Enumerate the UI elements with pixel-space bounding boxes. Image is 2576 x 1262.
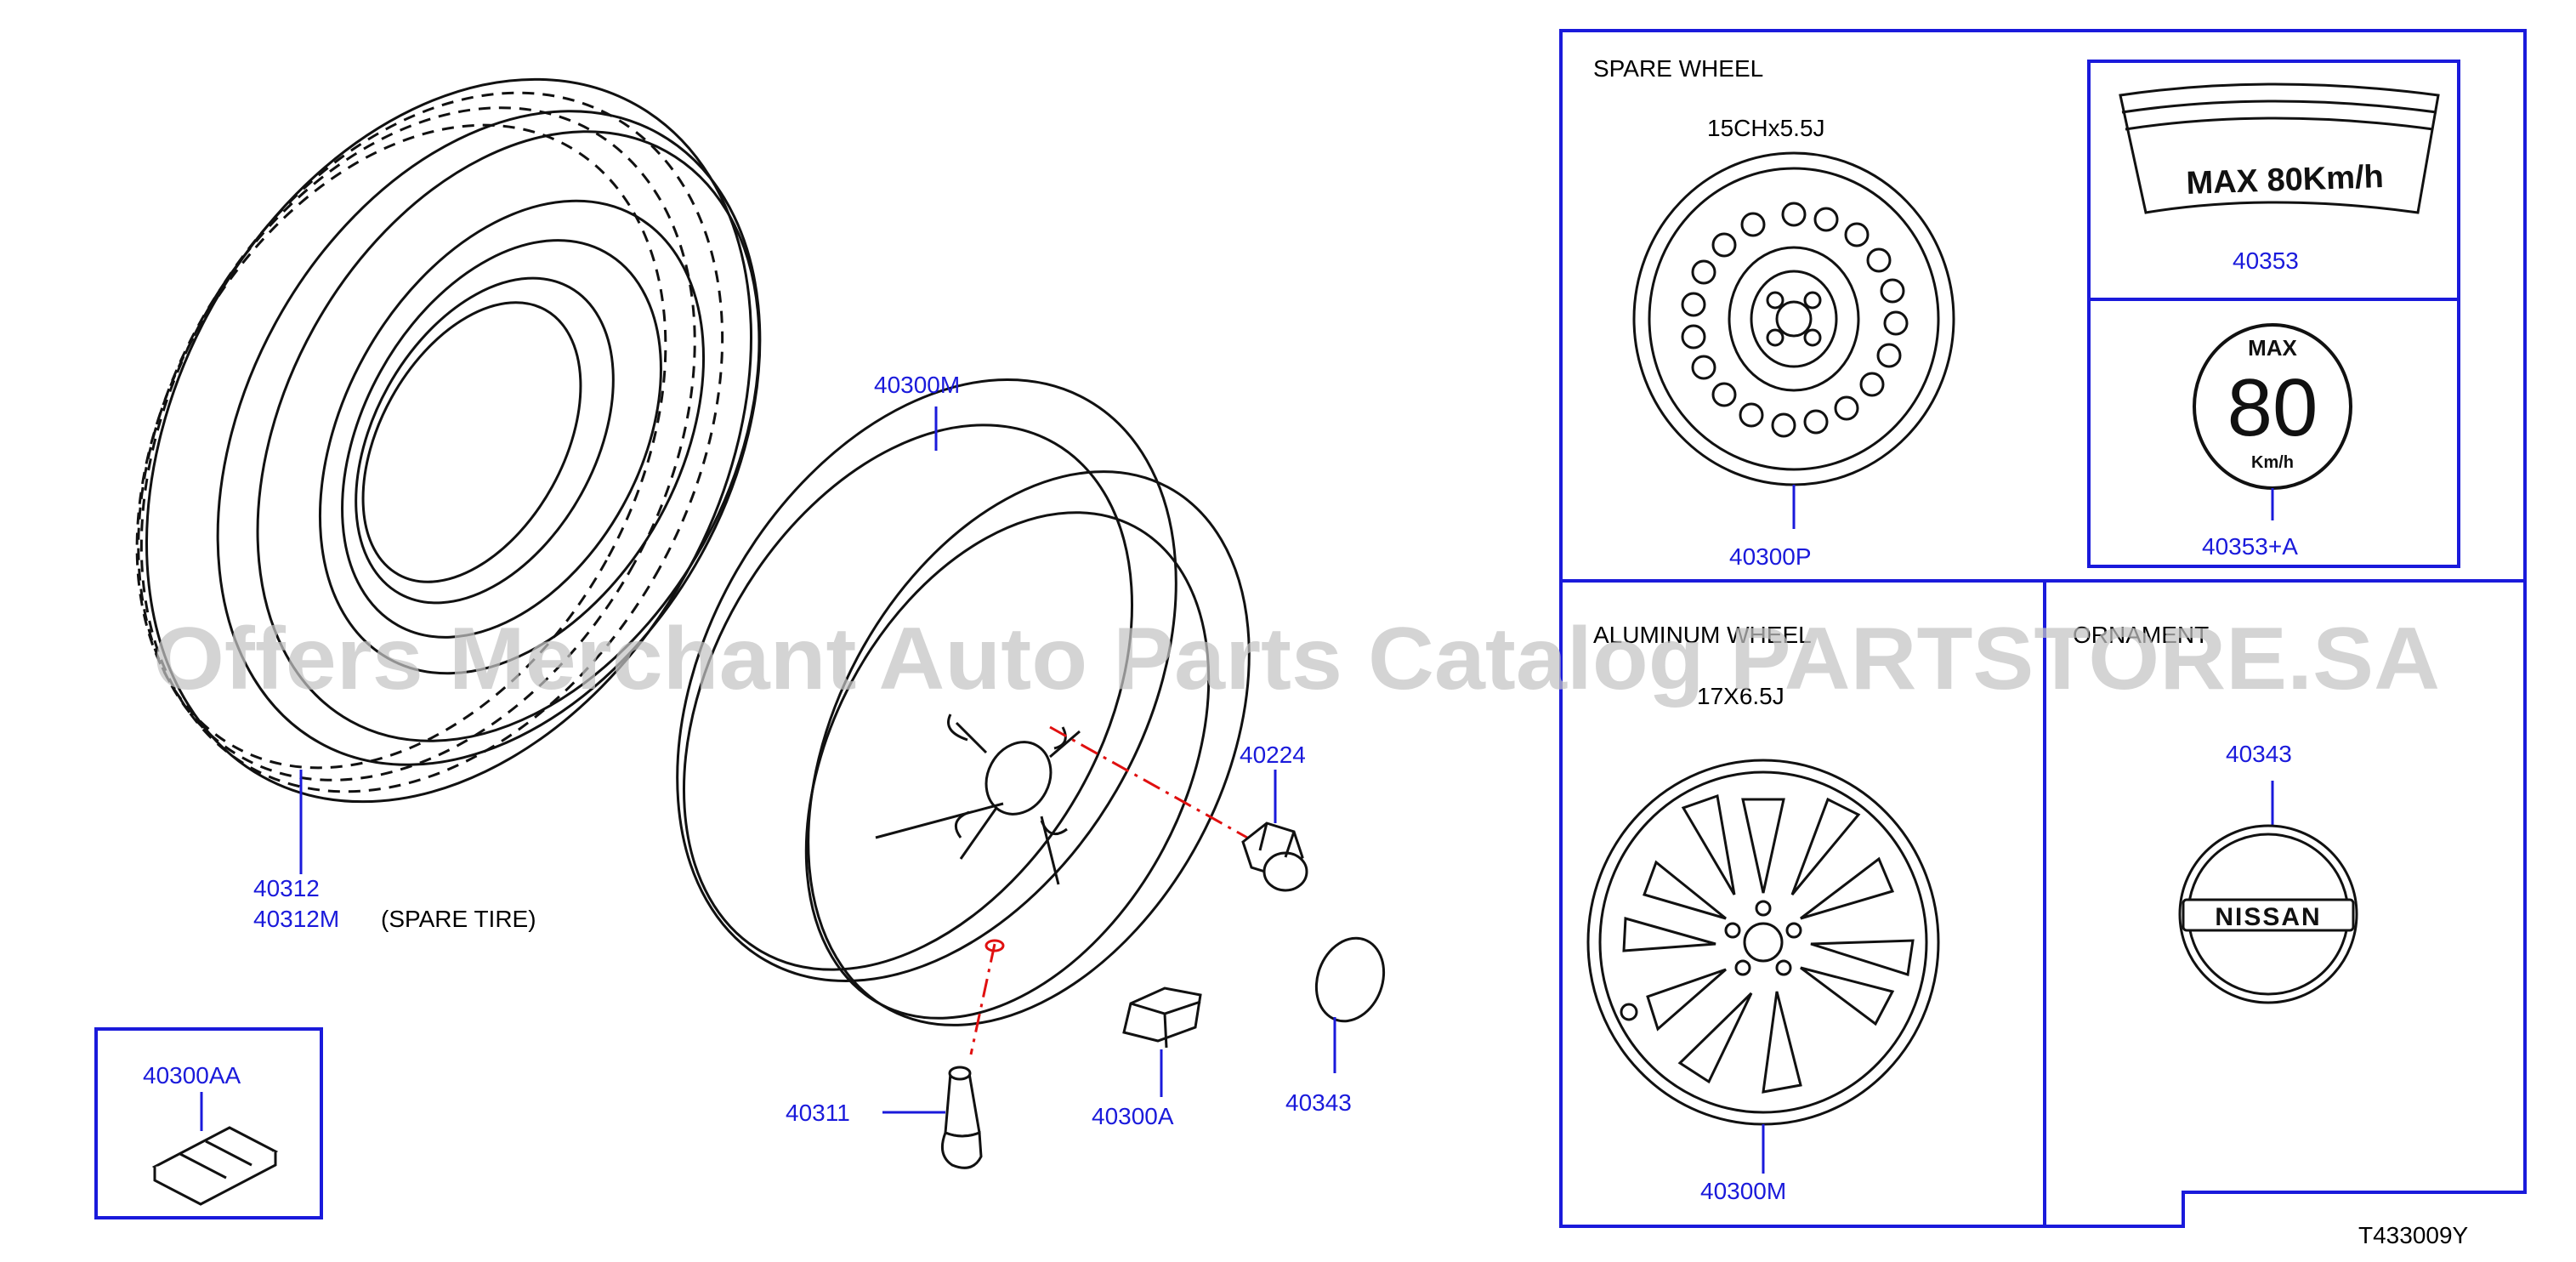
- balance-weight-drawing: [1122, 986, 1202, 1049]
- tire-part-number: 40312: [253, 875, 320, 901]
- variants-panel-frame: [1559, 29, 2527, 1228]
- spare-wheel-part-number: 40300P: [1729, 543, 1812, 570]
- weight-part-number: 40300A: [1092, 1103, 1174, 1129]
- sticker-max-text: MAX: [2248, 335, 2297, 361]
- weight-kit-box: [94, 1027, 323, 1219]
- diagram-code: T433009Y: [2358, 1222, 2469, 1248]
- valve-drawing: [940, 1066, 983, 1169]
- tire-drawing: [135, 77, 762, 804]
- valve-leader-dashed: [969, 943, 996, 1055]
- weight-kit-part-number: 40300AA: [143, 1062, 241, 1089]
- wheel-drawing: [676, 378, 1251, 1026]
- sticker-unit-text: Km/h: [2251, 453, 2294, 472]
- label-part-number: 40353: [2233, 247, 2299, 274]
- wheel-part-number: 40300M: [874, 372, 960, 398]
- ornament-emblem-drawing: [2178, 824, 2358, 1004]
- label-box: [2087, 60, 2460, 568]
- center-cap-drawing: [1314, 936, 1386, 1023]
- spare-wheel-drawing: [1632, 151, 1955, 486]
- ornament-brand-text: NISSAN: [2215, 903, 2321, 931]
- sticker-speed-text: 80: [2227, 362, 2318, 453]
- aluminum-wheel-part-number: 40300M: [1700, 1178, 1786, 1204]
- tire-part-number-alt: 40312M: [253, 906, 339, 932]
- valve-part-number: 40311: [786, 1100, 850, 1126]
- aluminum-wheel-drawing: [1586, 759, 1940, 1126]
- weight-kit-drawing: [151, 1126, 279, 1206]
- sticker-part-number: 40353+A: [2202, 533, 2298, 560]
- spare-wheel-title: SPARE WHEEL: [1593, 55, 1763, 82]
- wheel-nut-drawing: [1241, 821, 1308, 892]
- nut-part-number: 40224: [1240, 742, 1306, 768]
- spare-tire-note: (SPARE TIRE): [381, 906, 536, 932]
- max-speed-label-text: MAX 80Km/h: [2186, 159, 2385, 202]
- aluminum-wheel-size: 17X6.5J: [1697, 683, 1784, 709]
- ornament-part-number: 40343: [2226, 741, 2292, 767]
- ornament-title: ORNAMENT: [2073, 622, 2209, 648]
- nut-leader-dashed: [1049, 725, 1263, 848]
- max-speed-label-drawing: [2119, 82, 2440, 214]
- watermark-text: Offers Merchant Auto Parts Catalog PARTS…: [153, 610, 2440, 708]
- cap-part-number: 40343: [1285, 1089, 1352, 1116]
- spare-wheel-size: 15CHx5.5J: [1707, 115, 1825, 141]
- aluminum-wheel-title: ALUMINUM WHEEL: [1593, 622, 1812, 648]
